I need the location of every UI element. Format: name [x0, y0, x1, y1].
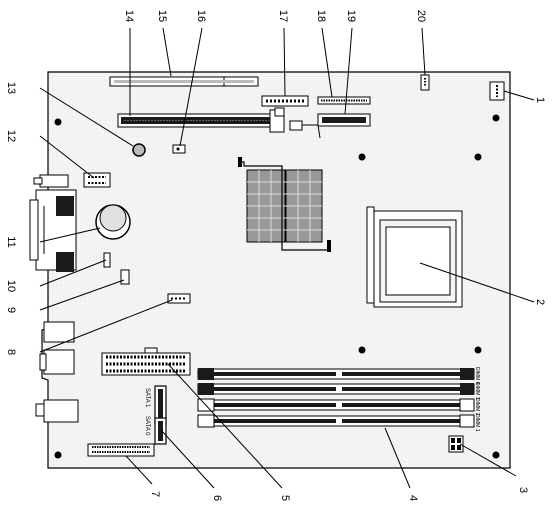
dimm-3-slot	[197, 383, 475, 395]
callout-3: 3	[517, 487, 529, 493]
dimm-4-slot	[197, 368, 475, 380]
battery	[95, 204, 131, 240]
jumper-9	[120, 269, 130, 285]
callout-17: 17	[277, 10, 289, 22]
dimm-4-label: DIMM 4	[474, 367, 480, 385]
connector-12	[83, 172, 111, 188]
rear-panel-connectors	[29, 174, 79, 423]
heatsink	[238, 157, 331, 252]
fan-connector	[420, 74, 430, 91]
connector-1	[489, 81, 505, 101]
callout-6: 6	[211, 495, 223, 501]
memory-slots: DIMM 4 DIMM 3 DIMM 2 DIMM 1	[197, 367, 480, 432]
callout-10: 10	[5, 280, 17, 292]
callout-5: 5	[279, 495, 291, 501]
callout-9: 9	[5, 307, 17, 313]
processor-socket	[366, 206, 463, 308]
callout-18: 18	[315, 10, 327, 22]
processor-power-connector	[448, 435, 464, 453]
callout-8: 8	[5, 349, 17, 355]
pci-slot	[109, 76, 259, 87]
dimm-2-label: DIMM 2	[474, 398, 480, 416]
callout-7: 7	[149, 491, 161, 497]
jumper-10	[103, 252, 111, 268]
sata-1-label: SATA 1	[144, 388, 150, 408]
callout-13: 13	[5, 82, 17, 94]
dimm-1-slot	[197, 414, 475, 428]
bottom-connector	[87, 443, 155, 457]
pcie-x1-slot-pin	[176, 147, 180, 151]
sata-connectors: SATA 1 SATA 0	[144, 385, 167, 445]
dimm-2-slot	[197, 398, 475, 412]
callout-2: 2	[534, 299, 546, 305]
floppy-connector	[317, 96, 371, 105]
callout-15: 15	[156, 10, 168, 22]
callouts: 1 2 3 4 5 6 7 8 9 10 11 12 13 14 15 16 1…	[5, 10, 546, 501]
pci-express-x16-slot	[117, 109, 285, 133]
main-power-connector	[101, 347, 191, 376]
callout-4: 4	[407, 495, 419, 501]
front-panel-connector	[261, 95, 309, 107]
mounting-holes	[54, 114, 500, 459]
sata-0-label: SATA 0	[144, 416, 150, 436]
speaker	[132, 143, 146, 157]
callout-19: 19	[345, 10, 357, 22]
callout-12: 12	[5, 130, 17, 142]
fan-header	[167, 293, 191, 304]
dimm-1-label: DIMM 1	[474, 414, 480, 432]
leader-lines	[39, 27, 535, 489]
dimm-3-label: DIMM 3	[474, 382, 480, 400]
callout-11: 11	[5, 236, 17, 247]
callout-20: 20	[415, 10, 427, 22]
callout-16: 16	[195, 10, 207, 22]
callout-1: 1	[534, 97, 546, 103]
callout-14: 14	[123, 10, 135, 22]
connector-19	[317, 113, 371, 127]
